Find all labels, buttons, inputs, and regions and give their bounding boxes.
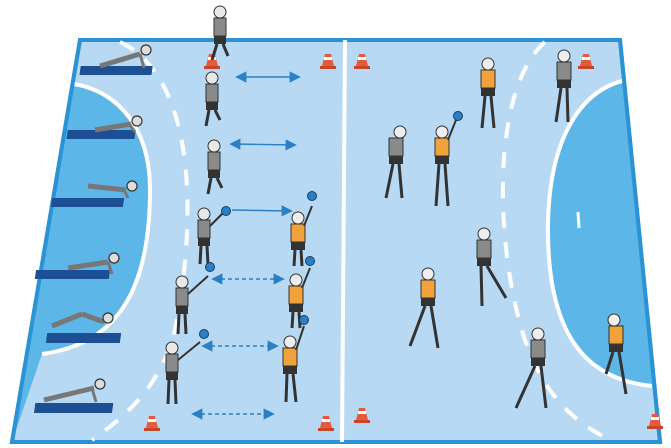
penalty-mark: [578, 212, 579, 228]
arrow-solid-icon: [232, 210, 290, 211]
arrow-solid-icon: [232, 144, 294, 145]
